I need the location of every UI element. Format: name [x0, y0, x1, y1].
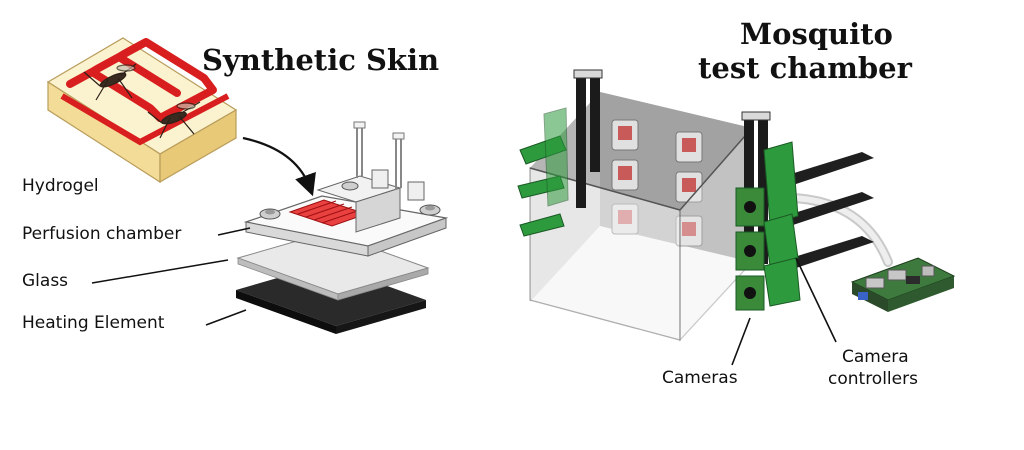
label-glass: Glass	[22, 271, 69, 291]
leader-line-cameras	[731, 317, 751, 366]
assembly-arrow	[242, 136, 316, 197]
label-camera-controllers-line1: Camera	[842, 347, 909, 367]
mosquito-icon	[83, 63, 137, 101]
leader-line-controllers	[795, 257, 837, 343]
label-heating-element: Heating Element	[22, 313, 165, 333]
perfusion-chamber	[243, 121, 449, 257]
label-cameras: Cameras	[662, 368, 738, 388]
hydrogel-channel	[60, 38, 230, 146]
label-camera-controllers-line2: controllers	[828, 369, 918, 389]
mosquito-icon	[147, 101, 201, 139]
leader-line-heating	[205, 309, 247, 326]
label-perfusion-chamber: Perfusion chamber	[22, 224, 182, 244]
glass-plate	[236, 231, 430, 301]
leader-line-perfusion	[217, 227, 251, 236]
camera-board	[735, 187, 765, 311]
green-clip	[517, 107, 569, 237]
frame-rails	[778, 152, 874, 270]
synthetic-skin-title: Synthetic Skin	[202, 43, 440, 77]
camera-mount	[763, 141, 801, 307]
camera-controller-board	[850, 257, 956, 312]
label-hydrogel: Hydrogel	[22, 176, 99, 196]
leader-line-glass	[91, 259, 229, 284]
mosquito-chamber-title-line1: Mosquito	[740, 17, 893, 51]
mosquito-chamber-title-line2: test chamber	[698, 51, 912, 85]
